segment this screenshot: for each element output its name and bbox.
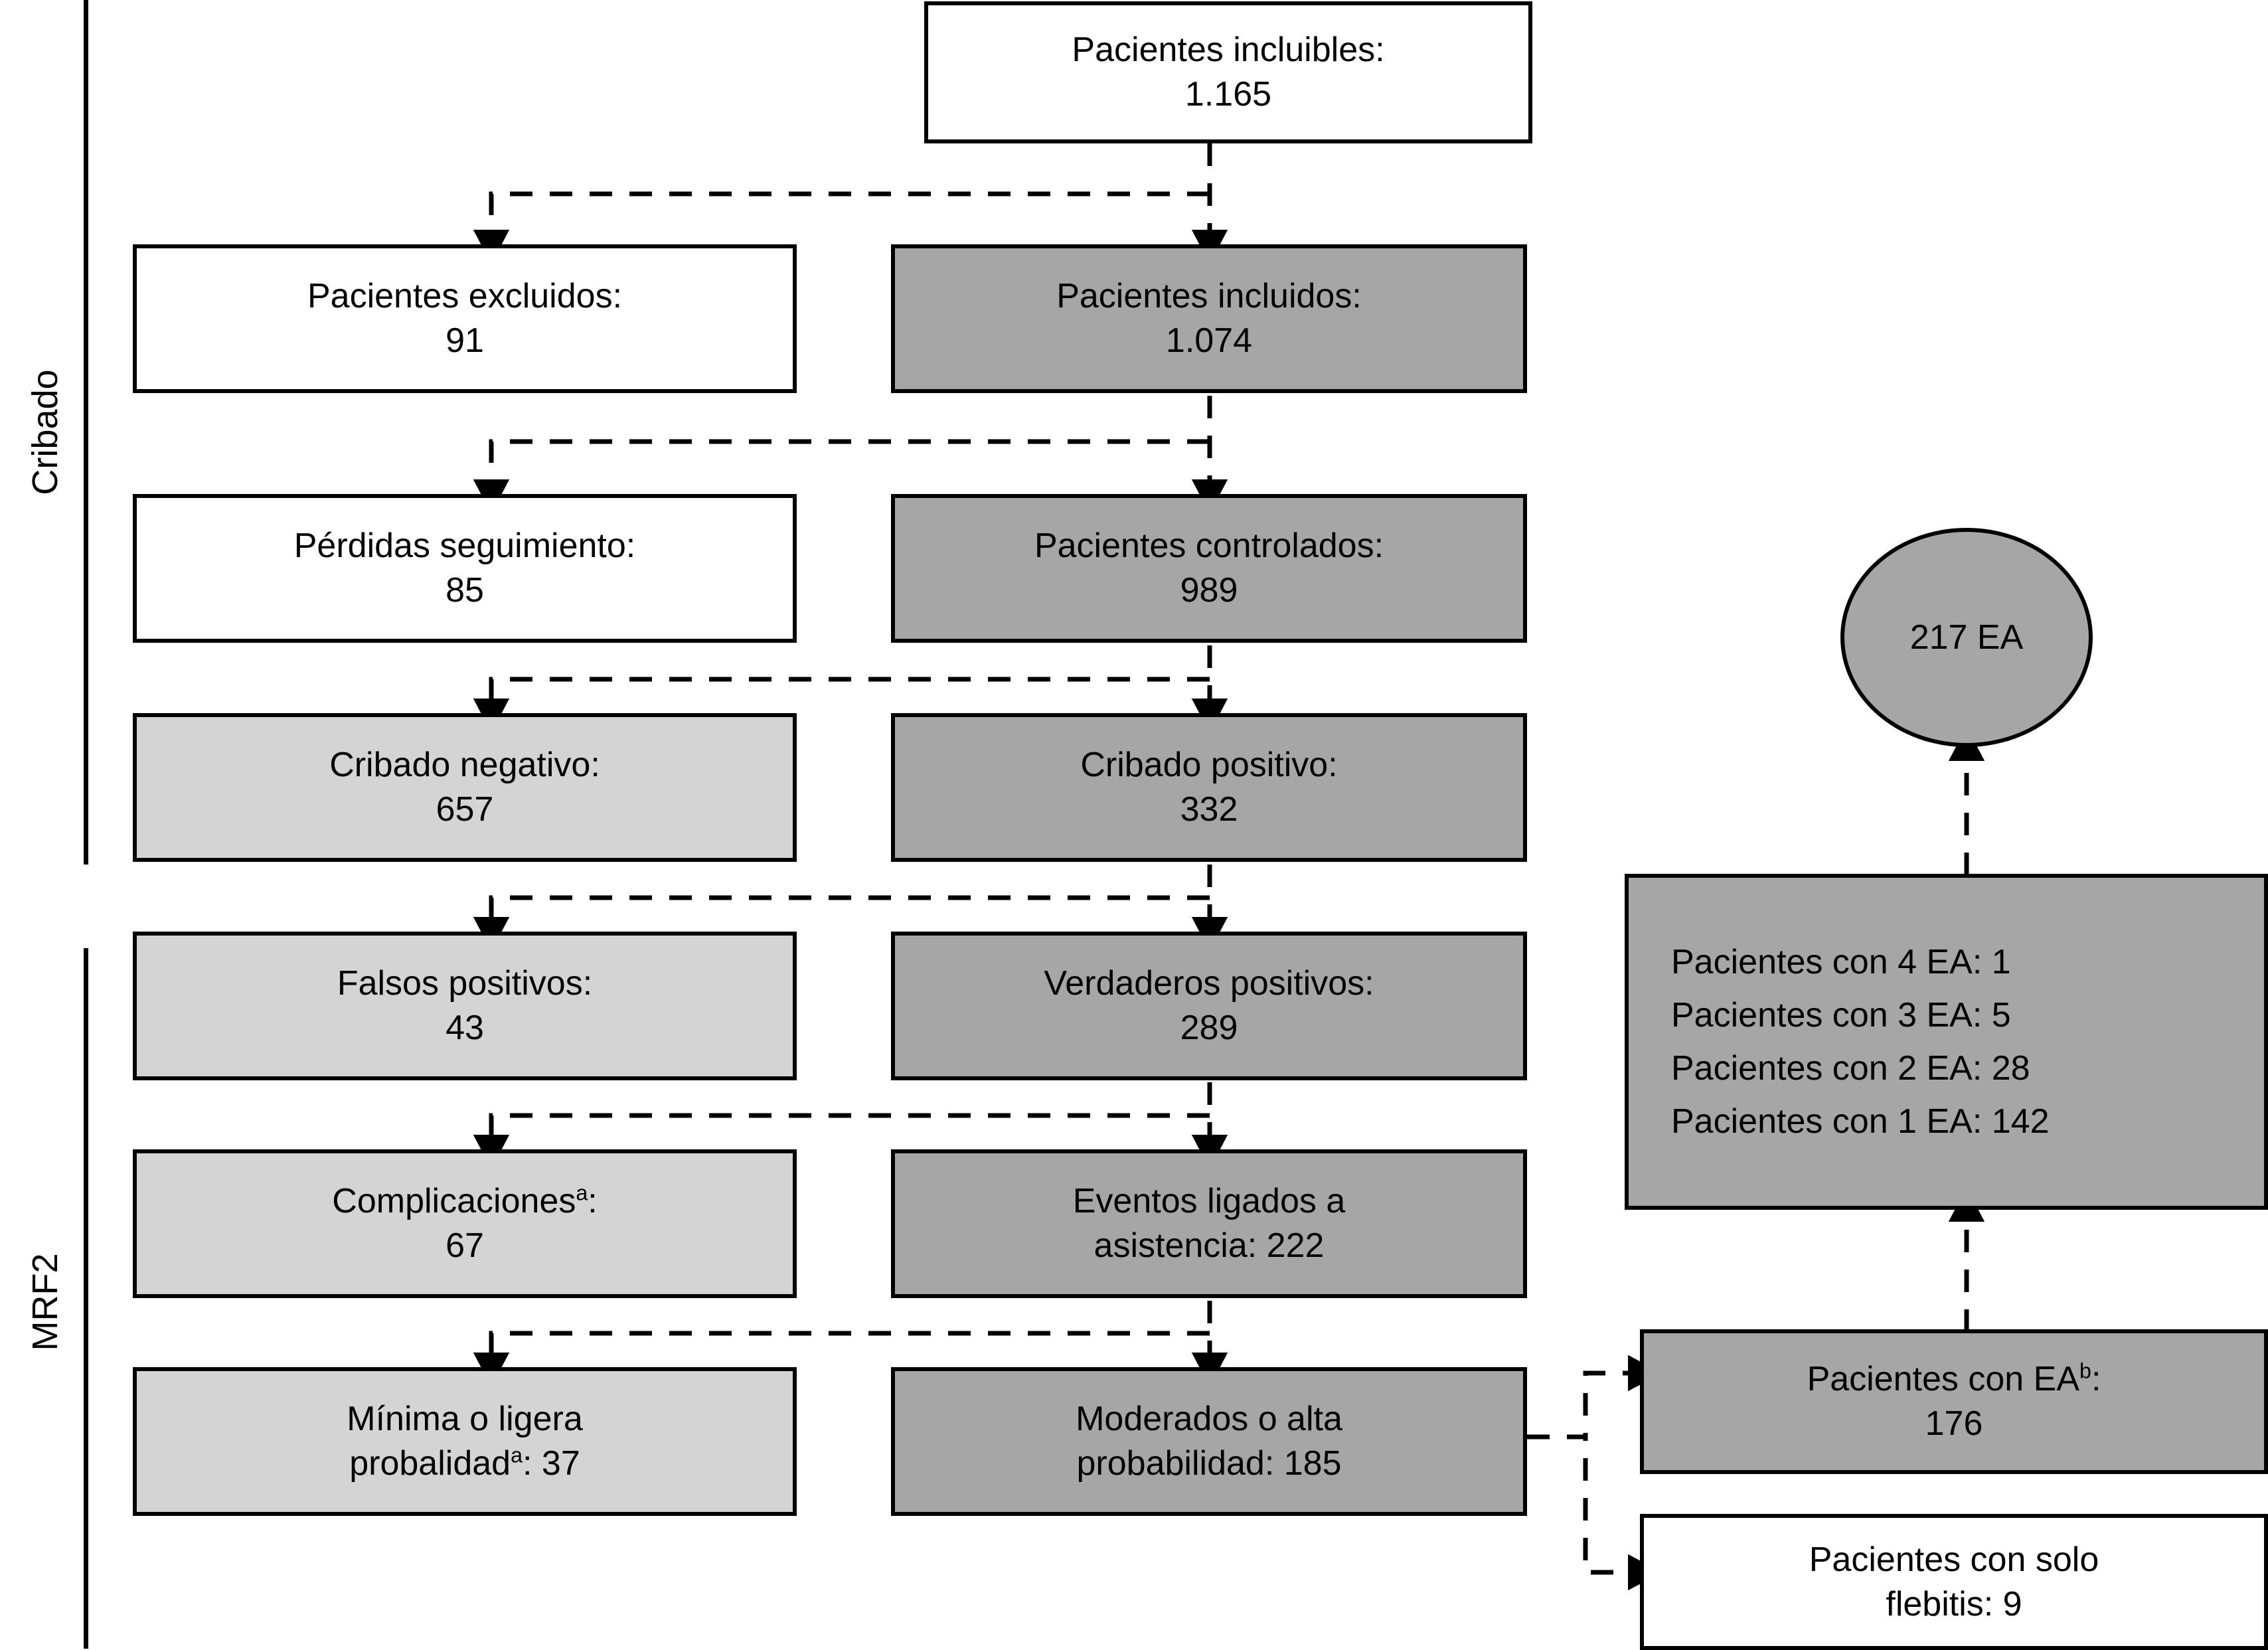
node-line-2: probalidada: 37 <box>347 1442 582 1486</box>
link-verdaderos-to-complicaciones <box>473 1113 1210 1169</box>
node-line-1: Pacientes excluidos: <box>307 277 623 316</box>
node-line-1: Moderados o alta <box>1076 1400 1342 1439</box>
node-moderados-o-alta-probabilidad[interactable]: Moderados o alta probabilidad: 185 <box>891 1367 1527 1516</box>
node-line-1: Falsos positivos: <box>337 964 593 1003</box>
node-falsos-positivos[interactable]: Falsos positivos: 43 <box>133 932 797 1080</box>
node-text: Pacientes incluidos: 1.074 <box>1056 274 1362 363</box>
node-line-1: Pacientes incluibles: <box>1072 31 1385 70</box>
node-line-2: 176 <box>1925 1404 1983 1443</box>
node-text: Falsos positivos: 43 <box>337 961 592 1050</box>
node-line-1: Cribado negativo: <box>329 746 600 785</box>
node-line-1: Cribado positivo: <box>1080 746 1338 785</box>
node-line-1: Pacientes incluidos: <box>1056 277 1362 316</box>
cribado-rail <box>84 0 88 865</box>
node-line-2: 1.165 <box>1184 75 1272 114</box>
colon: : <box>588 1182 598 1221</box>
link-moderados-to-pacientes-ea <box>1527 1355 1662 1440</box>
node-line-2: flebitis: 9 <box>1886 1584 2022 1623</box>
footnote-marker-a: a <box>576 1181 588 1206</box>
footnote-marker-a: a <box>511 1443 523 1467</box>
node-line-1: Mínima o ligera <box>347 1400 583 1439</box>
node-text: Complicacionesa: 67 <box>332 1179 597 1268</box>
node-ea-breakdown[interactable]: Pacientes con 4 EA: 1 Pacientes con 3 EA… <box>1625 874 2268 1210</box>
node-pacientes-incluibles[interactable]: Pacientes incluibles: 1.165 <box>924 1 1532 143</box>
link-eventos-to-minima <box>473 1331 1210 1387</box>
node-pacientes-con-ea[interactable]: Pacientes con EAb: 176 <box>1640 1329 2268 1474</box>
link-incluibles-to-excluidos <box>473 191 1210 264</box>
list-item: Pacientes con 1 EA: 142 <box>1671 1102 2050 1141</box>
node-verdaderos-positivos[interactable]: Verdaderos positivos: 289 <box>891 932 1527 1080</box>
node-pacientes-controlados[interactable]: Pacientes controlados: 989 <box>891 494 1527 643</box>
minima-value: : 37 <box>523 1444 580 1483</box>
complicaciones-label: Complicaciones <box>332 1182 576 1221</box>
node-line-2: 289 <box>1180 1009 1238 1047</box>
node-minima-o-ligera-probabilidad[interactable]: Mínima o ligera probalidada: 37 <box>133 1367 797 1516</box>
node-line-2: 989 <box>1180 571 1238 610</box>
footnote-marker-b: b <box>2079 1359 2091 1384</box>
link-controlados-to-cribneg <box>473 677 1210 733</box>
total-ea-label: 217 EA <box>1909 618 2024 657</box>
node-line-1: Pacientes con solo <box>1809 1540 2099 1579</box>
probalidad-label: probalidad <box>349 1444 511 1483</box>
node-text: Pérdidas seguimiento: 85 <box>294 524 636 612</box>
pacientes-ea-label: Pacientes con EA <box>1807 1360 2080 1399</box>
link-incluidos-to-perdidas <box>473 439 1210 514</box>
list-item: Pacientes con 2 EA: 28 <box>1671 1049 2030 1088</box>
stage-label-cribado: Cribado <box>25 369 65 495</box>
node-cribado-negativo[interactable]: Cribado negativo: 657 <box>133 713 797 862</box>
node-text: Eventos ligados a asistencia: 222 <box>1073 1179 1346 1268</box>
node-text: Pacientes con EAb: 176 <box>1807 1357 2101 1445</box>
node-text: Cribado negativo: 657 <box>329 743 600 831</box>
node-complicaciones[interactable]: Complicacionesa: 67 <box>133 1149 797 1298</box>
node-text: Pacientes excluidos: 91 <box>307 274 622 363</box>
node-line-2: 85 <box>446 571 484 610</box>
node-line-1: Complicacionesa: <box>332 1179 597 1224</box>
node-line-1: Eventos ligados a <box>1072 1182 1346 1221</box>
stage-label-mrf2: MRF2 <box>25 1253 65 1351</box>
node-cribado-positivo[interactable]: Cribado positivo: 332 <box>891 713 1527 862</box>
node-line-2: 43 <box>446 1009 484 1047</box>
node-line-2: 332 <box>1180 790 1238 829</box>
mrf2-rail <box>84 948 88 1649</box>
link-moderados-to-flebitis <box>1527 1434 1662 1591</box>
node-line-2: 657 <box>436 790 494 829</box>
node-line-2: 91 <box>446 321 484 360</box>
node-text: Moderados o alta probabilidad: 185 <box>1076 1397 1342 1485</box>
node-eventos-ligados-asistencia[interactable]: Eventos ligados a asistencia: 222 <box>891 1149 1527 1298</box>
list-item: Pacientes con 4 EA: 1 <box>1671 943 2011 981</box>
node-pacientes-incluidos[interactable]: Pacientes incluidos: 1.074 <box>891 244 1527 393</box>
link-cribpos-to-falsospos <box>473 895 1210 951</box>
node-line-1: Pacientes con EAb: <box>1807 1357 2101 1402</box>
node-pacientes-excluidos[interactable]: Pacientes excluidos: 91 <box>133 244 797 393</box>
node-text: Mínima o ligera probalidada: 37 <box>347 1397 582 1485</box>
node-line-1: Pacientes controlados: <box>1034 527 1384 566</box>
node-text: Verdaderos positivos: 289 <box>1044 961 1374 1050</box>
node-pacientes-solo-flebitis[interactable]: Pacientes con solo flebitis: 9 <box>1640 1514 2268 1650</box>
node-text: Cribado positivo: 332 <box>1080 743 1337 831</box>
node-text: Pacientes incluibles: 1.165 <box>1072 28 1384 116</box>
node-line-2: 1.074 <box>1165 321 1253 360</box>
node-line-2: asistencia: 222 <box>1094 1226 1325 1265</box>
node-total-ea-ellipse[interactable]: 217 EA <box>1840 528 2093 747</box>
colon: : <box>2091 1360 2101 1399</box>
node-line-1: Verdaderos positivos: <box>1044 964 1374 1003</box>
node-perdidas-seguimiento[interactable]: Pérdidas seguimiento: 85 <box>133 494 797 643</box>
node-text: Pacientes controlados: 989 <box>1034 524 1384 612</box>
node-line-1: Pérdidas seguimiento: <box>293 527 636 566</box>
node-line-2: probabilidad: 185 <box>1076 1444 1342 1483</box>
node-line-2: 67 <box>446 1226 484 1265</box>
node-text: Pacientes con solo flebitis: 9 <box>1809 1538 2099 1626</box>
list-item: Pacientes con 3 EA: 5 <box>1671 996 2011 1034</box>
